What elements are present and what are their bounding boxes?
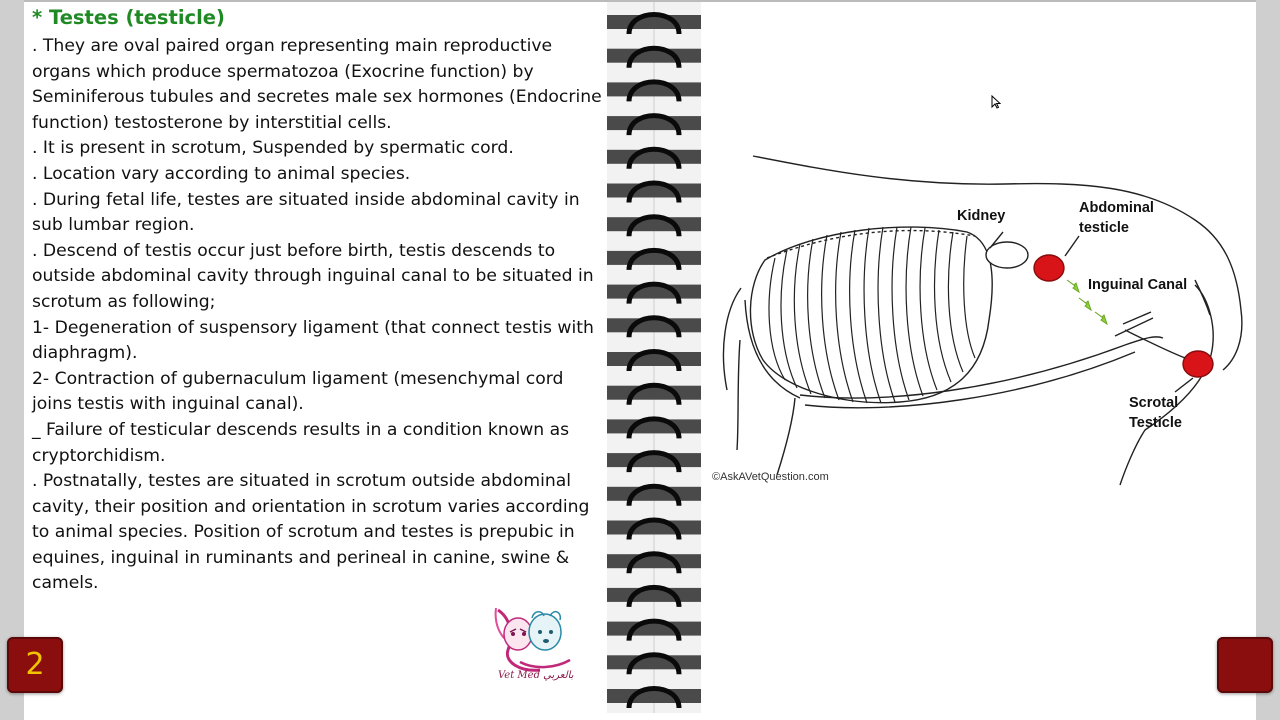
- paragraph: 1- Degeneration of suspensory ligament (…: [32, 317, 594, 364]
- spiral-ring: [607, 416, 701, 439]
- spiral-ring: [607, 79, 701, 102]
- logo-caption: Vet Med بالعربي: [498, 670, 574, 681]
- spiral-ring: [607, 585, 701, 608]
- spiral-ring: [607, 652, 701, 675]
- spiral-ring: [607, 248, 701, 271]
- spiral-ring: [607, 382, 701, 406]
- spiral-ring: [607, 686, 701, 709]
- body-text: . They are oval paired organ representin…: [32, 34, 602, 597]
- abdominal-testicle-label: Abdominal: [1079, 200, 1154, 216]
- right-margin: [1256, 0, 1280, 720]
- spiral-ring: [607, 315, 701, 338]
- next-page-button[interactable]: [1217, 637, 1273, 693]
- spiral-ring: [607, 113, 701, 136]
- scrotal-testicle-label: Scrotal: [1129, 395, 1179, 411]
- spiral-ring: [607, 12, 701, 35]
- spiral-ring: [607, 551, 701, 574]
- spiral-ring: [607, 483, 701, 507]
- paragraph: . It is present in scrotum, Suspended by…: [32, 138, 514, 159]
- spiral-ring: [607, 180, 701, 203]
- paragraph: _ Failure of testicular descends results…: [32, 419, 570, 466]
- spiral-ring: [607, 214, 701, 237]
- spiral-ring: [607, 45, 701, 69]
- spiral-ring: [607, 349, 701, 372]
- copyright-text: ©AskAVetQuestion.com: [712, 471, 829, 483]
- vetmed-logo: [490, 604, 576, 684]
- paragraph: 2- Contraction of gubernaculum ligament …: [32, 368, 564, 415]
- anatomy-illustration: [705, 140, 1250, 495]
- paragraph: . During fetal life, testes are situated…: [32, 189, 580, 236]
- paragraph: . They are oval paired organ representin…: [32, 36, 602, 133]
- mouse-cursor-icon: [991, 94, 1002, 113]
- spiral-ring: [607, 450, 701, 473]
- page-number-badge[interactable]: 2: [7, 637, 63, 693]
- paragraph: . Location vary according to animal spec…: [32, 163, 411, 184]
- top-border: [0, 0, 1280, 2]
- left-page: [24, 2, 607, 713]
- abdominal-testicle-label-2: testicle: [1079, 220, 1129, 236]
- scrotal-testicle-label-2: Testicle: [1129, 415, 1182, 431]
- spiral-ring: [607, 281, 701, 304]
- spiral-ring: [607, 618, 701, 641]
- left-margin: [0, 0, 24, 720]
- paragraph: . Postnatally, testes are situated in sc…: [32, 471, 590, 594]
- kidney-label: Kidney: [957, 208, 1006, 224]
- spiral-ring: [607, 517, 701, 540]
- inguinal-canal-label: Inguinal Canal: [1088, 277, 1188, 293]
- spiral-ring: [607, 146, 701, 170]
- spiral-binding: [607, 2, 701, 713]
- paragraph: . Descend of testis occur just before bi…: [32, 240, 594, 312]
- page-number: 2: [25, 647, 45, 682]
- page-title: * Testes (testicle): [32, 6, 225, 29]
